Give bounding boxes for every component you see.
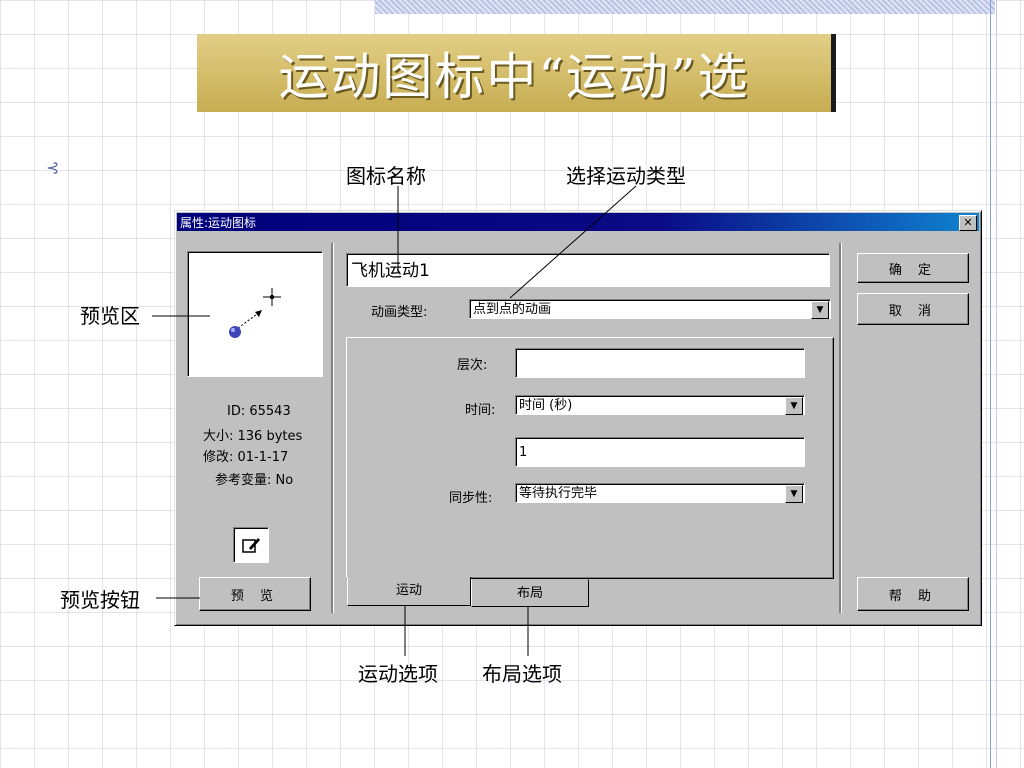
preview-area: [187, 251, 323, 377]
tab-layout[interactable]: 布局: [471, 579, 589, 607]
help-button[interactable]: 帮 助: [857, 577, 969, 611]
motion-path-arrow: [237, 310, 262, 329]
layer-label: 层次:: [457, 358, 488, 373]
dropdown-arrow-icon[interactable]: ▼: [811, 301, 829, 319]
callout-motion-option: 运动选项: [358, 662, 438, 686]
dialog-title: 属性:运动图标: [180, 216, 257, 230]
target-crosshair-icon: [263, 288, 281, 306]
time-select[interactable]: 时间 (秒) ▼: [515, 395, 805, 415]
left-separator: [331, 243, 334, 613]
decor-right-rule: [990, 0, 991, 768]
ok-button[interactable]: 确 定: [857, 253, 969, 283]
callout-layout-option: 布局选项: [482, 662, 562, 686]
time-amount-field[interactable]: 1: [515, 437, 805, 467]
sync-select[interactable]: 等待执行完毕 ▼: [515, 483, 805, 503]
callout-preview-button: 预览按钮: [60, 588, 140, 612]
layer-field[interactable]: [515, 348, 805, 378]
dropdown-arrow-icon[interactable]: ▼: [785, 397, 803, 415]
sync-value: 等待执行完毕: [519, 486, 598, 501]
cancel-button[interactable]: 取 消: [857, 293, 969, 325]
anim-type-select[interactable]: 点到点的动画 ▼: [469, 299, 831, 319]
info-id: ID: 65543: [227, 404, 291, 419]
sync-label: 同步性:: [449, 491, 493, 506]
info-size: 大小: 136 bytes: [203, 429, 303, 444]
decor-right-rule-2: [996, 0, 997, 768]
right-separator: [839, 243, 842, 613]
info-vars: 参考变量: No: [215, 473, 294, 488]
slide-title: 运动图标中“运动”选: [278, 48, 750, 106]
dialog-titlebar[interactable]: 属性:运动图标 ✕: [177, 213, 979, 231]
preview-button[interactable]: 预 览: [199, 577, 311, 611]
preview-animation: [229, 288, 281, 338]
callout-icon-name: 图标名称: [346, 164, 426, 188]
bullet-icon: ⊰: [46, 158, 60, 177]
slide-title-banner: 运动图标中“运动”选: [197, 34, 831, 112]
close-icon[interactable]: ✕: [959, 215, 977, 231]
dropdown-arrow-icon[interactable]: ▼: [785, 485, 803, 503]
callout-preview-area: 预览区: [80, 304, 140, 328]
time-value: 时间 (秒): [519, 398, 573, 413]
time-label: 时间:: [465, 403, 496, 418]
icon-name-field[interactable]: 飞机运动1: [346, 253, 830, 287]
callout-motion-type: 选择运动类型: [566, 164, 686, 188]
info-modified: 修改: 01-1-17: [203, 450, 289, 465]
anim-type-label: 动画类型:: [371, 305, 428, 320]
edit-icon[interactable]: [233, 527, 269, 563]
properties-dialog: 属性:运动图标 ✕ ID: 65543 大小: 136 bytes 修改: 01…: [174, 210, 982, 626]
preview-ball-icon: [229, 326, 241, 338]
anim-type-value: 点到点的动画: [473, 302, 552, 317]
decor-top-band: [375, 0, 995, 14]
tab-motion[interactable]: 运动: [347, 577, 471, 606]
